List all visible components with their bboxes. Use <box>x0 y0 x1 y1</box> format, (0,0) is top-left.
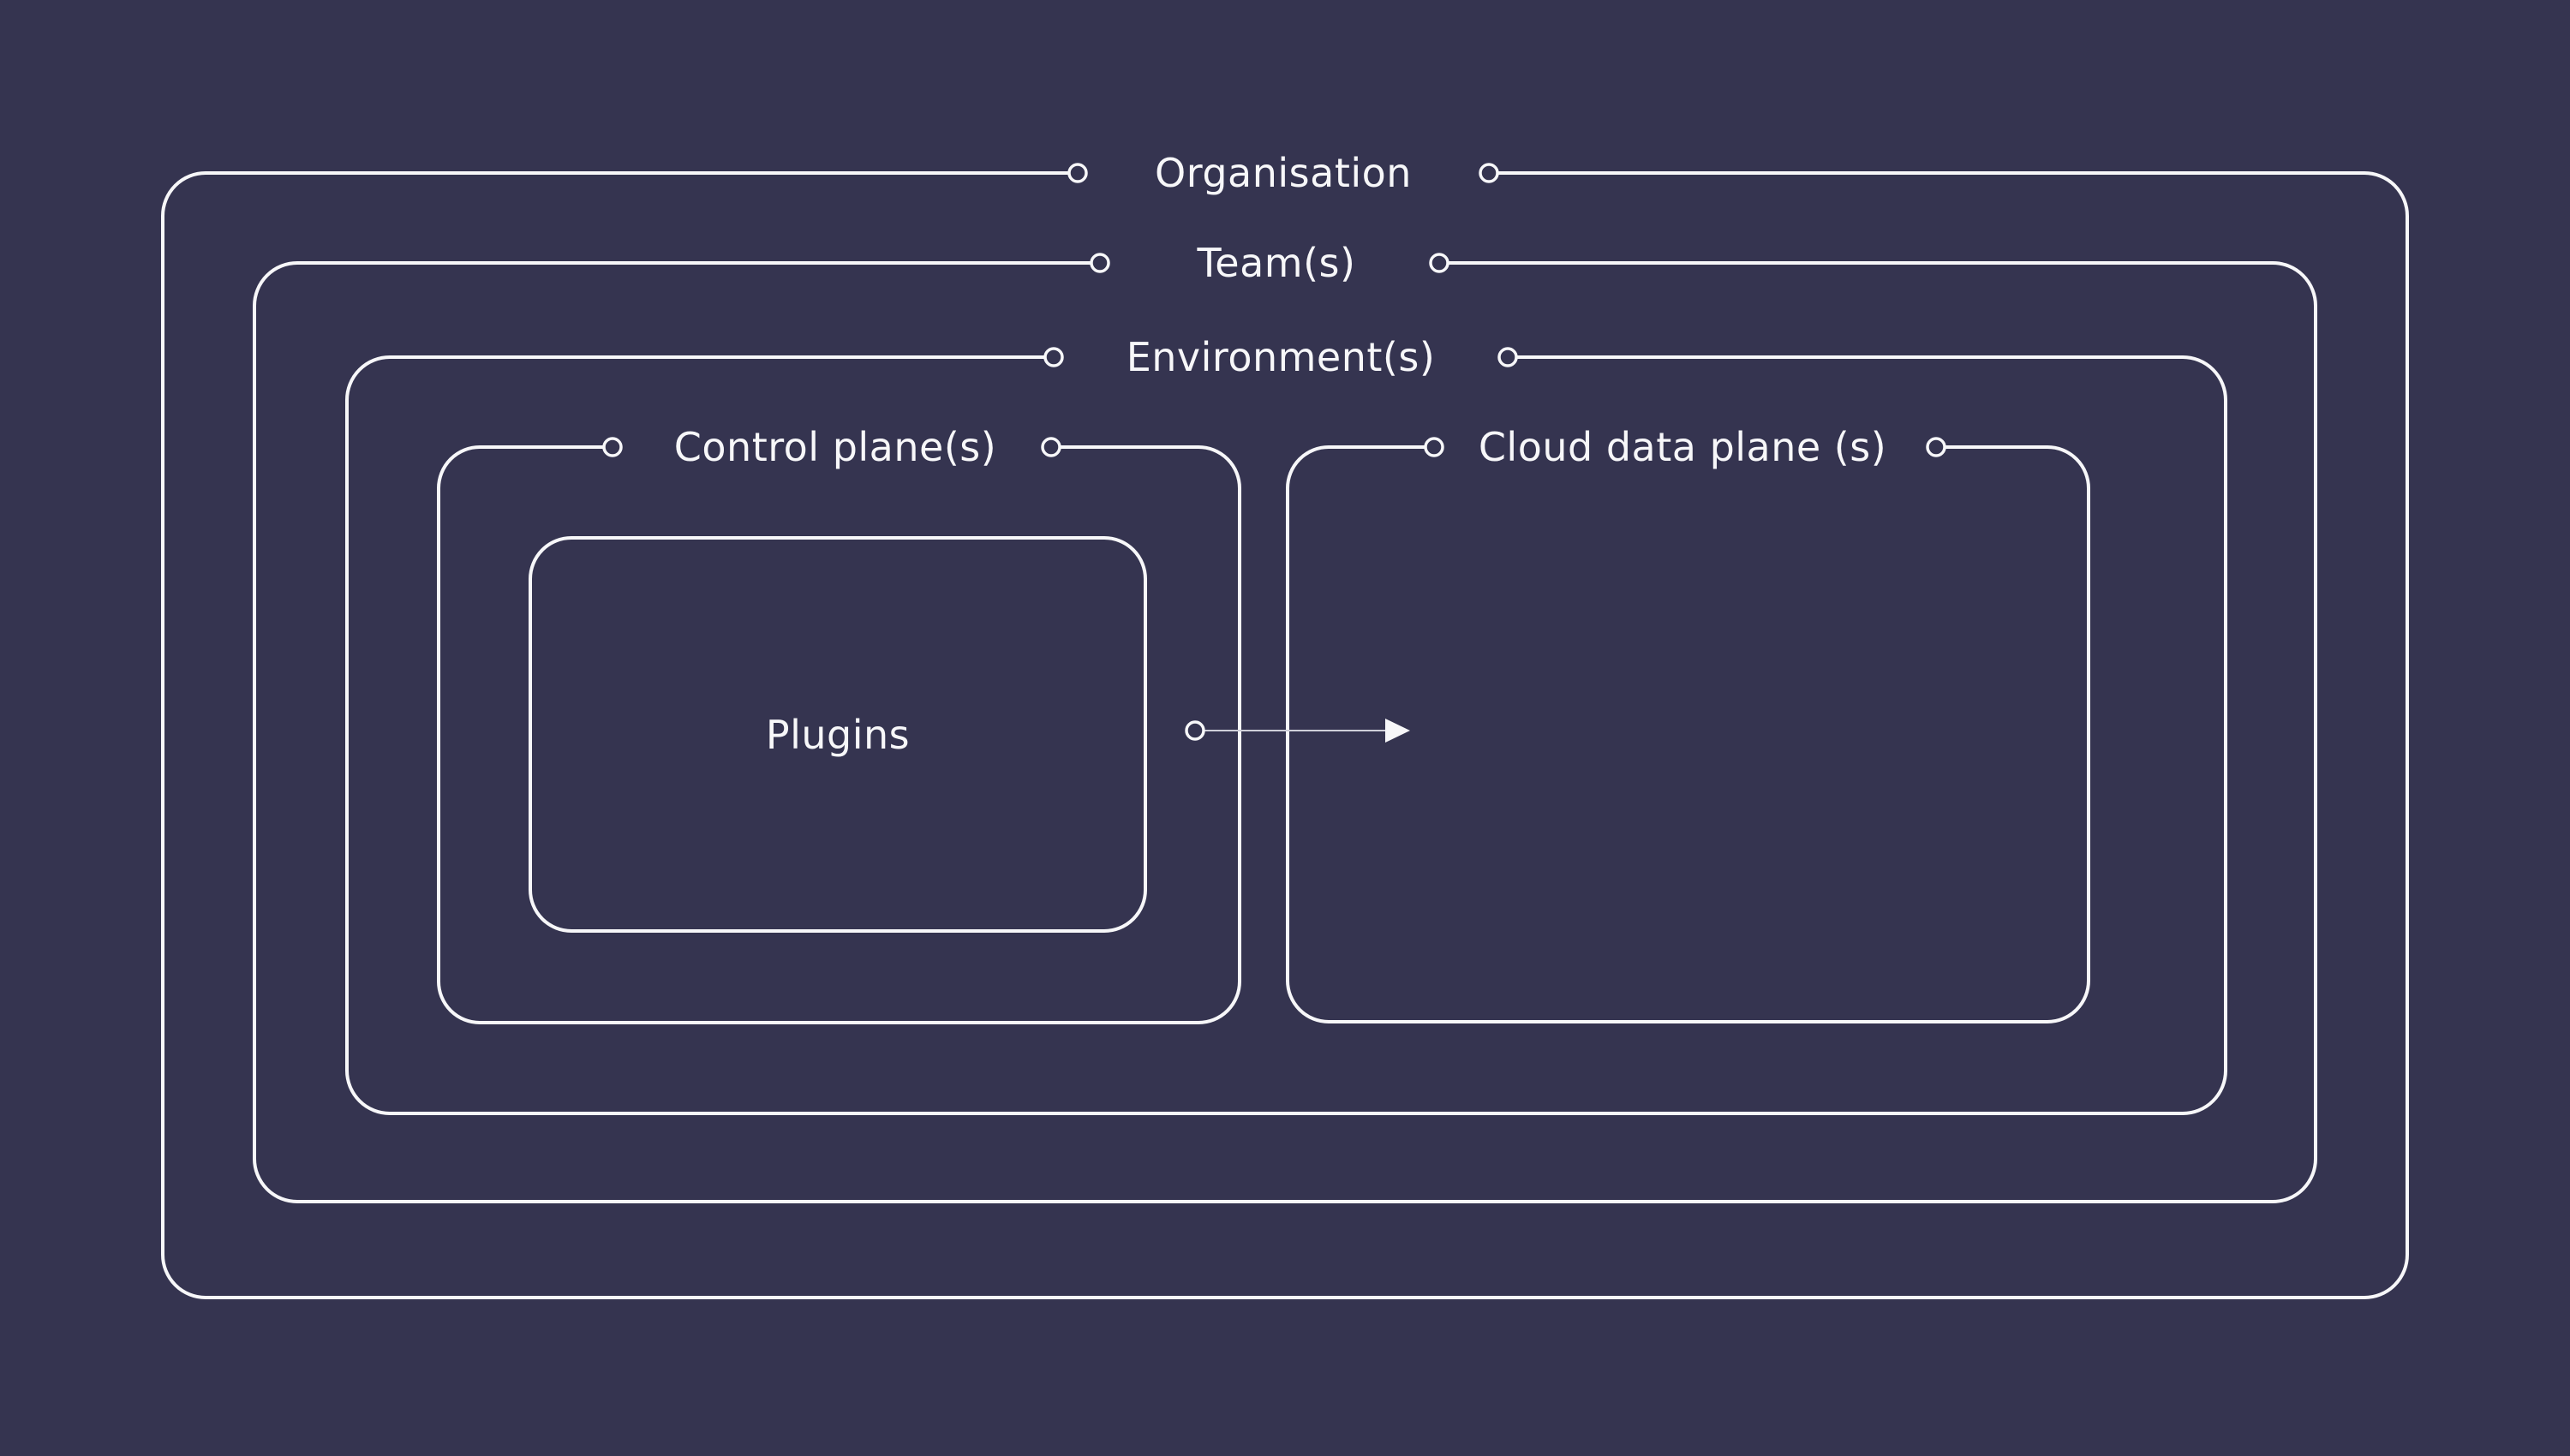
organisation-box: Organisation <box>161 150 2409 1299</box>
environment-box: Environment(s) <box>345 334 2227 1115</box>
cloud-data-plane-box: Cloud data plane (s) <box>1286 424 2090 1023</box>
gap-endpoint-circle-right <box>1429 253 1449 273</box>
gap-endpoint-circle-right <box>1497 347 1518 367</box>
control-plane-label: Control plane(s) <box>674 424 996 470</box>
team-box: Team(s) <box>253 240 2317 1203</box>
control-plane-box: Control plane(s) <box>437 424 1241 1024</box>
team-border <box>253 261 2317 1203</box>
cloud-data-plane-border <box>1286 445 2090 1023</box>
gap-endpoint-circle-right <box>1041 437 1061 457</box>
plugins-border <box>529 536 1147 933</box>
gap-endpoint-circle-right <box>1926 437 1946 457</box>
organisation-border <box>161 171 2409 1299</box>
gap-endpoint-circle-right <box>1479 163 1499 183</box>
arrow-origin-circle <box>1185 720 1205 741</box>
cloud-data-plane-label: Cloud data plane (s) <box>1479 424 1886 470</box>
team-label: Team(s) <box>1197 240 1356 286</box>
control-plane-border <box>437 445 1241 1024</box>
plugins-to-cloud-arrow <box>1185 719 1410 743</box>
gap-endpoint-circle-left <box>602 437 623 457</box>
organisation-label: Organisation <box>1155 150 1412 196</box>
plugins-label: Plugins <box>766 712 910 758</box>
arrowhead-icon <box>1385 719 1410 743</box>
plugins-box: Plugins <box>529 536 1147 933</box>
environment-border <box>345 355 2227 1115</box>
gap-endpoint-circle-left <box>1424 437 1444 457</box>
gap-endpoint-circle-left <box>1043 347 1064 367</box>
gap-endpoint-circle-left <box>1067 163 1088 183</box>
gap-endpoint-circle-left <box>1090 253 1110 273</box>
environment-label: Environment(s) <box>1127 334 1436 380</box>
